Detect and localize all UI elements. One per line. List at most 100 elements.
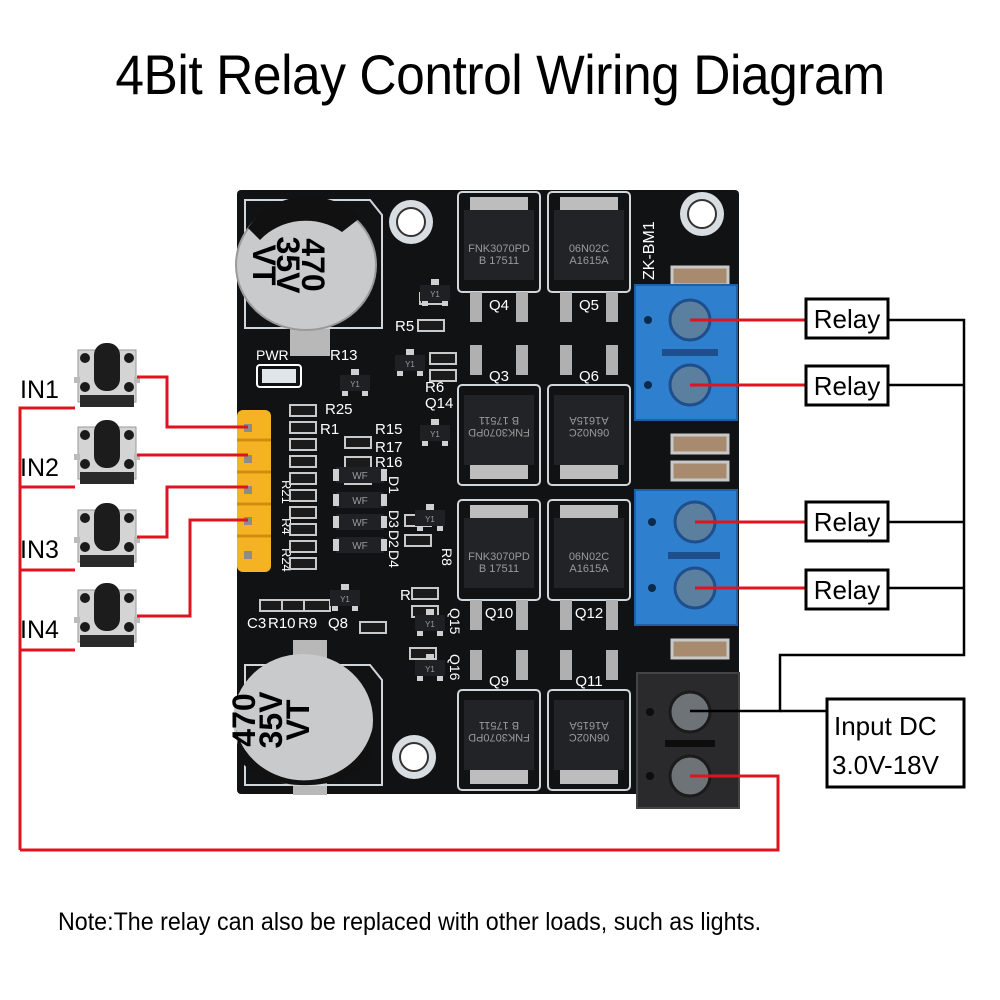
terminal-block-power[interactable] <box>636 672 740 809</box>
push-buttons <box>74 343 140 647</box>
smd-resistor <box>289 438 317 451</box>
mosfet-part-number: FNK3070PD <box>468 243 530 255</box>
terminal-block-relay-3-4[interactable] <box>634 489 738 626</box>
mosfet-ref: Q12 <box>575 605 603 622</box>
smd-resistor <box>289 472 317 485</box>
transistor-mark: Y1 <box>430 430 440 439</box>
capacitor-voltage: 35V <box>270 237 306 295</box>
transistor-mark: Y1 <box>405 360 415 369</box>
silk-label: R8 <box>439 548 455 566</box>
mosfet-code: B 17511 <box>479 414 519 426</box>
transistor-mark: Y1 <box>425 515 435 524</box>
mosfet-part-number: FNK3070PD <box>468 426 530 438</box>
pwr-label: PWR <box>256 347 289 363</box>
mosfet-ref: Q9 <box>489 673 509 690</box>
input-label-in4: IN4 <box>20 616 59 644</box>
relay-boxes: Relay Relay Relay Relay <box>804 297 890 611</box>
button-cap[interactable] <box>94 343 120 391</box>
input-label-in1: IN1 <box>20 376 59 404</box>
sot23-transistor: Y1 <box>415 609 445 636</box>
silk-label: Q16 <box>447 654 463 681</box>
push-button-4[interactable] <box>74 583 140 647</box>
diode: WF <box>333 467 387 483</box>
input-label-in3: IN3 <box>20 536 59 564</box>
relay-box: Relay <box>804 364 890 407</box>
capacitor-bottom: 470 35V VT <box>226 640 383 795</box>
capacitor-value: 470 <box>226 693 262 746</box>
smd-resistor <box>289 540 317 553</box>
diode-mark: WF <box>352 518 368 529</box>
silk-label: R13 <box>330 347 358 364</box>
terminal-block-relay-1-2[interactable] <box>634 284 738 421</box>
button-cap[interactable] <box>94 503 120 551</box>
silk-label: R1 <box>320 421 339 438</box>
mosfet-code: A1615A <box>569 719 609 731</box>
button-cap[interactable] <box>94 420 120 468</box>
mosfet-code: B 17511 <box>479 255 519 267</box>
mosfet-part-number: FNK3070PD <box>468 731 530 743</box>
red-wires <box>18 318 806 852</box>
relay-box: Relay <box>804 297 890 340</box>
mosfet-code: B 17511 <box>479 719 519 731</box>
smd-resistor <box>417 319 445 332</box>
wire-in1 <box>137 375 248 429</box>
diagram-title: 4Bit Relay Control Wiring Diagram <box>115 43 885 106</box>
transistor-mark: Y1 <box>340 595 350 604</box>
mosfet-part-number: 06N02C <box>569 731 609 743</box>
mosfet-part-number: 06N02C <box>569 551 609 563</box>
sot23-transistor: Y1 <box>340 369 370 396</box>
smd-resistor <box>289 421 317 434</box>
wire-in3 <box>137 485 248 539</box>
smd-resistor <box>289 455 317 468</box>
silk-label: R25 <box>325 401 353 418</box>
capacitor-series: VT <box>280 699 316 740</box>
sot23-transistor: Y1 <box>330 584 360 611</box>
smd-resistor <box>411 587 439 600</box>
push-button-1[interactable] <box>74 343 140 407</box>
push-button-2[interactable] <box>74 420 140 484</box>
black-wires <box>690 318 966 713</box>
input-label-in2: IN2 <box>20 454 59 482</box>
mosfet-part-number: 06N02C <box>569 426 609 438</box>
button-cap[interactable] <box>94 583 120 631</box>
transistor-mark: Y1 <box>425 665 435 674</box>
smd-resistor <box>344 456 372 469</box>
smd-resistor <box>289 404 317 417</box>
silk-label: R5 <box>395 318 414 335</box>
relay-box: Relay <box>804 500 890 543</box>
silk-label: R9 <box>298 615 317 632</box>
smd-resistor <box>289 523 317 536</box>
smd-resistor <box>289 557 317 570</box>
mosfet-part-number: 06N02C <box>569 243 609 255</box>
smd-resistor <box>344 436 372 449</box>
diode-mark: WF <box>352 471 368 482</box>
power-input-box: Input DC 3.0V-18V <box>825 697 966 789</box>
mosfet-code: A1615A <box>569 255 609 267</box>
mosfet-part-number: FNK3070PD <box>468 551 530 563</box>
power-led: PWR <box>256 347 302 388</box>
mosfet-code: B 17511 <box>479 563 519 575</box>
smd-resistor <box>359 621 387 634</box>
push-button-3[interactable] <box>74 503 140 567</box>
silk-label: R15 <box>375 421 403 438</box>
sot23-transistor: Y1 <box>415 504 445 531</box>
relay-box: Relay <box>804 568 890 611</box>
silk-label: D1 <box>386 476 402 494</box>
relay-label: Relay <box>814 304 880 334</box>
power-label-line2: 3.0V-18V <box>832 750 940 780</box>
mosfet-ref: Q3 <box>489 368 509 385</box>
transistor-mark: Y1 <box>350 380 360 389</box>
silk-label: R10 <box>268 615 296 632</box>
sot23-transistor: Y1 <box>420 419 450 446</box>
sot23-transistor: Y1 <box>395 349 425 376</box>
pcb-substrate <box>237 190 739 794</box>
wire-common-positive <box>690 318 966 713</box>
